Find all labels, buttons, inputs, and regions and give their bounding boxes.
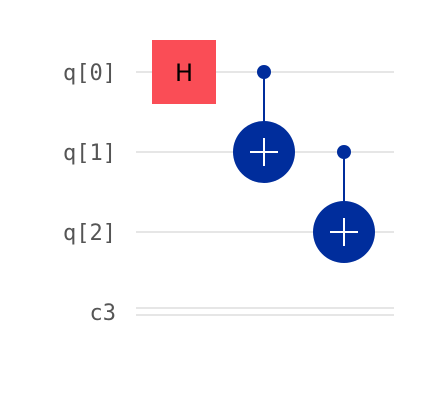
classical-wire-c3 — [136, 307, 394, 316]
qubit-label-q0: q[0] — [63, 61, 116, 86]
h-gate-box — [152, 40, 216, 104]
h-gate-label: H — [175, 59, 193, 87]
cx-gate-q0-q1 — [233, 65, 295, 183]
control-dot — [257, 65, 271, 79]
classical-label-c3: c3 — [90, 301, 117, 326]
cx-gate-q1-q2 — [313, 145, 375, 263]
qubit-label-q1: q[1] — [63, 141, 116, 166]
qubit-label-q2: q[2] — [63, 221, 116, 246]
control-dot — [337, 145, 351, 159]
h-gate: H — [152, 40, 216, 104]
